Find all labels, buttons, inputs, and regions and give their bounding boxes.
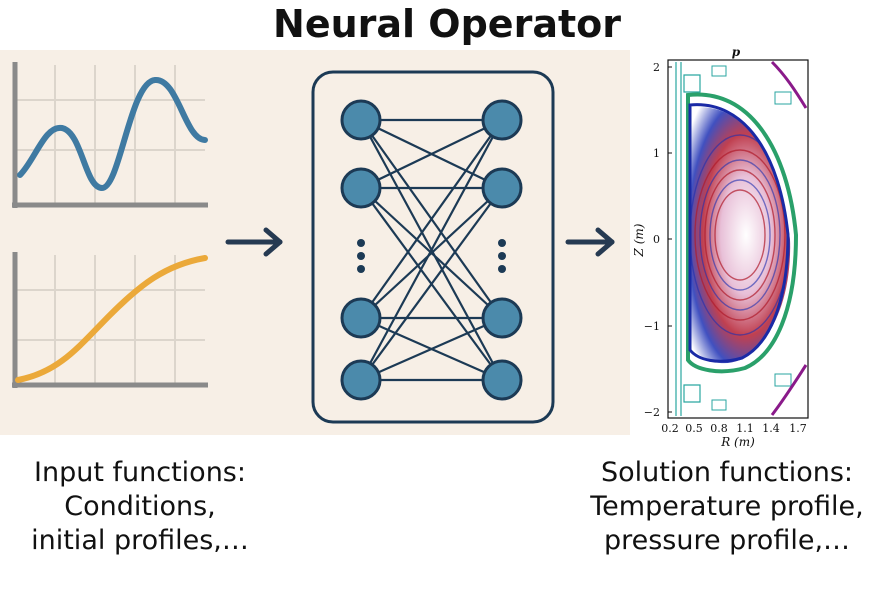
x-tick-label: 1.1: [736, 422, 754, 435]
vessel-wall: [675, 62, 701, 416]
neural-network: [311, 70, 555, 424]
input-node: [340, 167, 382, 209]
arrow-right-icon: [565, 227, 615, 257]
input-function-sine-plot: [12, 62, 208, 208]
output-node: [481, 359, 523, 401]
pressure-profile-plot: 2 1 0 −1 −2 0.2 0.5 0.8 1.1 1.4 1.7 R (m…: [632, 45, 809, 449]
x-axis-label: R (m): [720, 435, 755, 449]
y-tick-label: 1: [653, 147, 660, 160]
y-axis-label: Z (m): [632, 223, 646, 257]
x-tick-label: 0.8: [710, 422, 728, 435]
coil-upper: [770, 60, 808, 109]
caption-line: Input functions:: [34, 457, 246, 488]
x-tick-label: 0.2: [661, 422, 679, 435]
output-node: [481, 297, 523, 339]
page-title: Neural Operator: [273, 2, 621, 46]
caption-line: initial profiles,…: [31, 525, 249, 556]
plasma-boundary: [688, 103, 790, 363]
y-tick-label: −1: [644, 320, 660, 333]
y-tick-label: 0: [653, 233, 660, 246]
x-tick-label: 1.4: [762, 422, 780, 435]
ellipsis-left: [357, 239, 365, 273]
input-functions-caption: Input functions: Conditions, initial pro…: [0, 456, 280, 558]
solution-functions-caption: Solution functions: Temperature profile,…: [560, 456, 894, 558]
caption-line: Conditions,: [64, 491, 216, 522]
caption-line: Temperature profile,: [590, 491, 864, 522]
input-function-sigmoid-plot: [12, 252, 208, 388]
arrow-right-icon: [225, 227, 283, 257]
caption-line: Solution functions:: [600, 457, 854, 488]
plot-title: p: [732, 45, 741, 59]
y-tick-label: −2: [644, 406, 660, 419]
coil-lower: [770, 364, 808, 416]
network-edges: [360, 118, 503, 382]
sine-curve: [17, 77, 208, 192]
x-tick-label: 0.5: [685, 422, 703, 435]
output-node: [481, 167, 523, 209]
x-tick-label: 1.7: [789, 422, 807, 435]
coil-boxes: [711, 65, 792, 411]
wall-boundary: [686, 92, 799, 374]
output-node: [481, 99, 523, 141]
ellipsis-right: [498, 239, 506, 273]
diagram-panel: [0, 50, 630, 435]
y-tick-label: 2: [653, 61, 660, 74]
sigmoid-curve: [15, 255, 208, 383]
input-node: [340, 99, 382, 141]
input-node: [340, 359, 382, 401]
network-box: [311, 70, 555, 424]
caption-line: pressure profile,…: [603, 525, 851, 556]
input-node: [340, 297, 382, 339]
